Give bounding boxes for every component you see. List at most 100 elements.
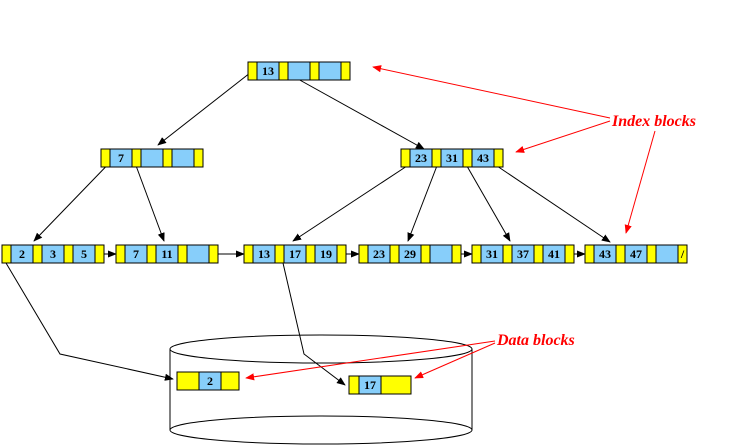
key-value: 37 bbox=[517, 247, 529, 261]
internal-index-block-left: 7 bbox=[100, 148, 204, 168]
pointer-cell bbox=[162, 148, 173, 168]
pointer-cell bbox=[564, 244, 575, 264]
pointer-cell bbox=[177, 244, 188, 264]
tree-edge bbox=[498, 166, 611, 243]
pointer-cell bbox=[451, 244, 462, 264]
pointer-cell bbox=[462, 148, 473, 168]
pointer-cell bbox=[63, 244, 74, 264]
key-cell bbox=[429, 244, 453, 264]
key-cell bbox=[186, 244, 210, 264]
pointer-cell bbox=[420, 244, 431, 264]
leaf-index-block: 23 29 bbox=[358, 244, 462, 264]
data-block-key: 2 bbox=[207, 374, 213, 388]
pointer-cell bbox=[358, 244, 369, 264]
key-value: 7 bbox=[133, 247, 139, 261]
key-value: 47 bbox=[630, 247, 642, 261]
pointer-cell bbox=[615, 244, 626, 264]
root-index-block: 13 bbox=[247, 61, 351, 81]
data-blocks-label: Data blocks bbox=[496, 332, 575, 349]
key-value: 7 bbox=[118, 151, 124, 165]
pointer-cell bbox=[309, 61, 320, 81]
annotation-arrow bbox=[372, 65, 611, 119]
pointer-cell bbox=[400, 148, 411, 168]
key-value: 13 bbox=[262, 64, 274, 78]
pointer-cell bbox=[274, 244, 285, 264]
tree-edge bbox=[407, 166, 437, 242]
key-cell bbox=[318, 61, 342, 81]
key-value: 23 bbox=[373, 247, 385, 261]
pointer-cell bbox=[243, 244, 254, 264]
data-block: 2 bbox=[176, 371, 240, 391]
pointer-cell bbox=[471, 244, 482, 264]
leaf-index-block: 13 17 19 bbox=[243, 244, 347, 264]
pointer-cell bbox=[305, 244, 316, 264]
pointer-cell bbox=[646, 244, 657, 264]
tree-edges bbox=[5, 70, 611, 386]
key-cell bbox=[358, 375, 382, 395]
key-value: 31 bbox=[446, 151, 458, 165]
key-cell bbox=[655, 244, 679, 264]
tree-edge bbox=[467, 166, 511, 242]
key-value: 43 bbox=[477, 151, 489, 165]
pointer-cell bbox=[677, 244, 688, 264]
pointer-cell bbox=[131, 148, 142, 168]
key-value: 19 bbox=[320, 247, 332, 261]
pointer-cell bbox=[1, 244, 12, 264]
pointer-cell bbox=[493, 148, 504, 168]
key-value: 23 bbox=[415, 151, 427, 165]
leaf-index-block: 31 37 41 bbox=[471, 244, 575, 264]
key-cell bbox=[171, 148, 195, 168]
data-block: 17 bbox=[348, 375, 412, 395]
annotations bbox=[245, 65, 656, 381]
pointer-cell bbox=[584, 244, 595, 264]
pointer-cell bbox=[247, 61, 258, 81]
pointer-cell bbox=[431, 148, 442, 168]
key-value: 13 bbox=[258, 247, 270, 261]
internal-index-block-right: 23 31 43 bbox=[400, 148, 504, 168]
pointer-cell bbox=[336, 244, 347, 264]
pointer-cell bbox=[340, 61, 351, 81]
tree-edge bbox=[292, 166, 406, 242]
tree-edge bbox=[157, 70, 253, 146]
key-value: 29 bbox=[404, 247, 416, 261]
null-pointer-marker: / bbox=[680, 247, 685, 261]
key-value: 2 bbox=[19, 247, 25, 261]
key-cell bbox=[287, 61, 311, 81]
key-value: 3 bbox=[50, 247, 56, 261]
pointer-cell bbox=[278, 61, 289, 81]
disk-cylinder bbox=[169, 334, 473, 445]
key-value: 31 bbox=[486, 247, 498, 261]
pointer-cell bbox=[94, 244, 105, 264]
pointer-cell bbox=[502, 244, 513, 264]
key-value: 43 bbox=[599, 247, 611, 261]
key-value: 11 bbox=[161, 247, 172, 261]
pointer-cell bbox=[100, 148, 111, 168]
pointer-cell bbox=[389, 244, 400, 264]
annotation-arrow bbox=[515, 120, 611, 153]
data-block-key: 17 bbox=[364, 378, 376, 392]
pointer-cell bbox=[32, 244, 43, 264]
annotation-arrow bbox=[414, 342, 496, 379]
tree-edge bbox=[283, 70, 425, 150]
pointer-cell bbox=[115, 244, 126, 264]
leaf-index-block: 7 11 bbox=[115, 244, 219, 264]
tree-edge bbox=[136, 166, 165, 242]
data-pointer bbox=[282, 262, 346, 386]
leaf-index-block: 43 47 / bbox=[584, 244, 688, 264]
key-value: 5 bbox=[81, 247, 87, 261]
pointer-cell bbox=[193, 148, 204, 168]
annotation-arrow bbox=[624, 130, 656, 234]
key-value: 17 bbox=[289, 247, 301, 261]
pointer-cell bbox=[533, 244, 544, 264]
key-value: 41 bbox=[548, 247, 560, 261]
data-pointer bbox=[5, 262, 174, 381]
tree-edge bbox=[33, 166, 106, 242]
pointer-cell bbox=[208, 244, 219, 264]
leaf-index-block: 2 3 5 bbox=[1, 244, 105, 264]
annotation-arrow bbox=[245, 340, 496, 381]
pointer-cell bbox=[146, 244, 157, 264]
key-cell bbox=[198, 371, 222, 391]
key-cell bbox=[140, 148, 164, 168]
